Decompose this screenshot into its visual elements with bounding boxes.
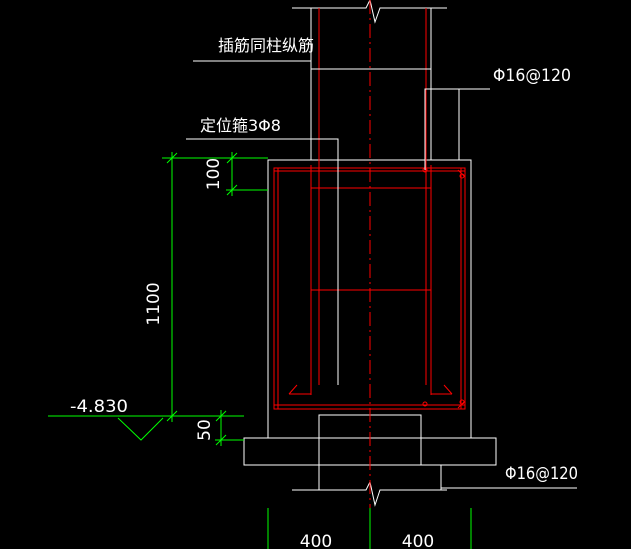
dimension-half-width-right: 400	[402, 532, 434, 549]
leader-lines	[186, 60, 577, 489]
dimension-top-offset: 100	[204, 158, 224, 190]
rebar	[273, 8, 466, 410]
label-locating-stirrup: 定位箍3Φ8	[200, 116, 281, 135]
label-rebar-bottom-right: Φ16@120	[505, 464, 578, 484]
dimension-bottom-offset: 50	[195, 419, 215, 441]
dimension-lines	[48, 152, 472, 549]
label-rebar-top-right: Φ16@120	[493, 66, 571, 86]
label-dowel-bars: 插筋同柱纵筋	[218, 36, 314, 55]
dimension-height: 1100	[144, 282, 164, 325]
dimension-half-width-left: 400	[300, 532, 332, 549]
label-elevation: -4.830	[70, 397, 128, 417]
